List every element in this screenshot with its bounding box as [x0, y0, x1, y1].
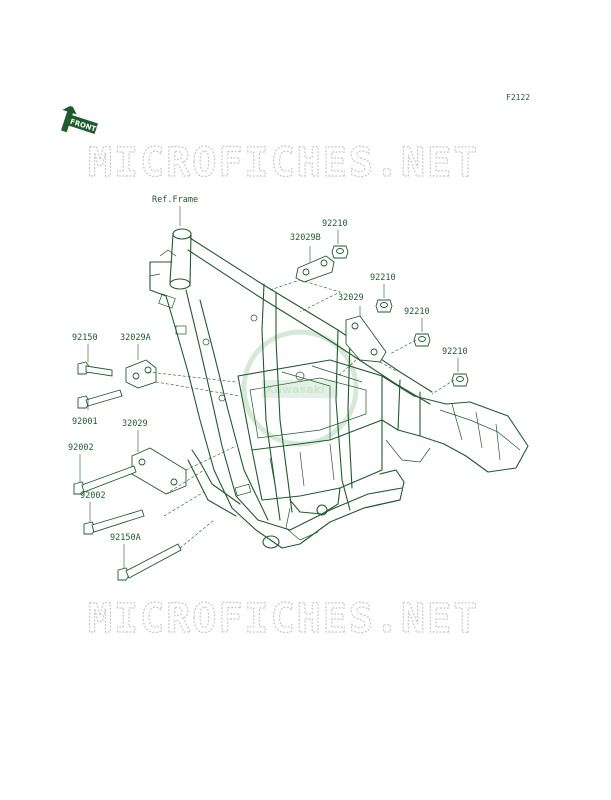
nut-92210-c: [413, 333, 431, 347]
bolt-92150: [77, 361, 113, 377]
label-92150: 92150: [72, 333, 98, 343]
label-32029-upper: 32029: [338, 293, 364, 303]
label-92210-a: 92210: [322, 219, 348, 229]
watermark-bottom: MICROFICHES.NET: [88, 596, 479, 642]
label-92210-b: 92210: [370, 273, 396, 283]
front-arrow-icon: FRONT: [61, 106, 98, 134]
watermark-top: MICROFICHES.NET: [88, 140, 479, 186]
label-92001: 92001: [72, 417, 98, 427]
logo-text: Kawasaki: [266, 383, 325, 396]
bracket-32029A: [125, 359, 157, 389]
bolt-92002-b: [83, 509, 145, 535]
bolt-92002-a: [73, 465, 137, 495]
nut-92210-b: [375, 299, 393, 313]
nut-92210-a: [331, 245, 349, 259]
label-92210-c: 92210: [404, 307, 430, 317]
motorcycle-frame: [149, 228, 529, 549]
leader-lines: [79, 206, 459, 568]
label-92210-d: 92210: [442, 347, 468, 357]
diagram-code: F2122: [506, 93, 530, 102]
label-ref-frame: Ref.Frame: [152, 195, 198, 205]
bolt-92150A: [117, 543, 182, 581]
bolt-92001: [77, 389, 123, 409]
bracket-32029B: [295, 255, 335, 283]
label-32029A: 32029A: [120, 333, 151, 343]
bracket-32029-lower: [131, 447, 187, 495]
nut-92210-d: [451, 373, 469, 387]
label-92002-a: 92002: [68, 443, 94, 453]
label-92150A: 92150A: [110, 533, 141, 543]
label-32029B: 32029B: [290, 233, 321, 243]
label-32029-lower: 32029: [122, 419, 148, 429]
label-92002-b: 92002: [80, 491, 106, 501]
